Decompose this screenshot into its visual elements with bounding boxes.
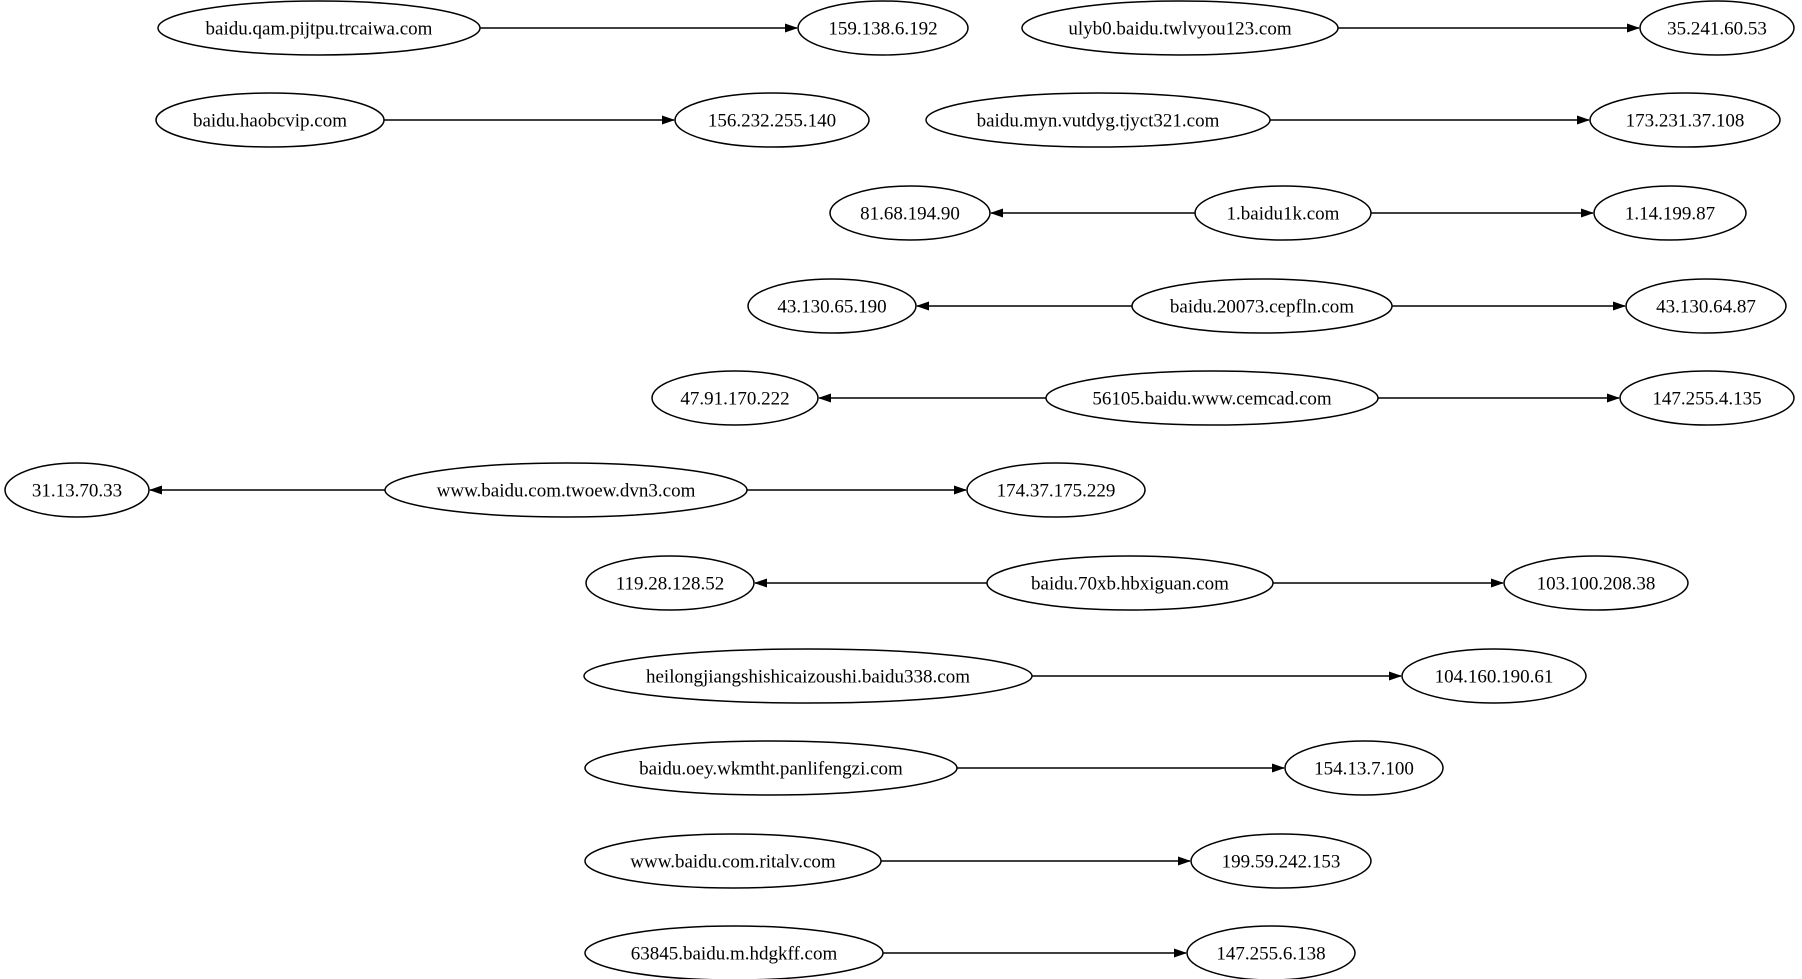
- ip-node-i15: 104.160.190.61: [1401, 648, 1587, 704]
- ip-node-ellipse: [1639, 0, 1795, 56]
- ip-node-label: 104.160.190.61: [1435, 667, 1554, 688]
- domain-node-ellipse: [1194, 185, 1372, 241]
- ip-node-label: 47.91.170.222: [680, 389, 789, 410]
- domain-node-ellipse: [925, 92, 1271, 148]
- ip-node-label: 31.13.70.33: [32, 481, 122, 502]
- domain-node-d8: www.baidu.com.twoew.dvn3.com: [384, 462, 748, 518]
- ip-node-i14: 103.100.208.38: [1503, 555, 1689, 611]
- domain-node-label: baidu.70xb.hbxiguan.com: [1031, 574, 1229, 595]
- ip-node-label: 173.231.37.108: [1626, 111, 1745, 132]
- domain-node-d7: 56105.baidu.www.cemcad.com: [1045, 370, 1379, 426]
- ip-node-label: 147.255.4.135: [1652, 389, 1761, 410]
- ip-node-label: 159.138.6.192: [828, 19, 937, 40]
- ip-node-ellipse: [1503, 555, 1689, 611]
- ip-node-label: 199.59.242.153: [1222, 852, 1341, 873]
- ip-node-label: 43.130.65.190: [777, 297, 886, 318]
- domain-node-d2: ulyb0.baidu.twlvyou123.com: [1021, 0, 1339, 56]
- domain-node-label: www.baidu.com.twoew.dvn3.com: [437, 481, 696, 502]
- domain-node-label: 63845.baidu.m.hdgkff.com: [631, 944, 838, 965]
- domain-node-d1: baidu.qam.pijtpu.trcaiwa.com: [157, 0, 481, 56]
- ip-node-ellipse: [1401, 648, 1587, 704]
- ip-node-i2: 35.241.60.53: [1639, 0, 1795, 56]
- ip-node-ellipse: [747, 278, 917, 334]
- ip-node-label: 81.68.194.90: [860, 204, 960, 225]
- ip-node-ellipse: [966, 462, 1146, 518]
- ip-node-ellipse: [1593, 185, 1747, 241]
- ip-node-label: 1.14.199.87: [1625, 204, 1715, 225]
- ip-node-i10: 147.255.4.135: [1619, 370, 1795, 426]
- domain-node-label: baidu.haobcvip.com: [193, 111, 347, 132]
- ip-node-ellipse: [4, 462, 150, 518]
- ip-node-i18: 147.255.6.138: [1186, 925, 1356, 979]
- ip-node-i4: 173.231.37.108: [1589, 92, 1781, 148]
- domain-node-ellipse: [1131, 278, 1393, 334]
- domain-node-label: baidu.20073.cepfln.com: [1170, 297, 1354, 318]
- ip-node-ellipse: [1589, 92, 1781, 148]
- domain-node-label: baidu.myn.vutdyg.tjyct321.com: [977, 111, 1220, 132]
- domain-node-label: 56105.baidu.www.cemcad.com: [1092, 389, 1332, 410]
- domain-node-d4: baidu.myn.vutdyg.tjyct321.com: [925, 92, 1271, 148]
- domain-node-ellipse: [584, 925, 884, 979]
- ip-node-i9: 47.91.170.222: [651, 370, 819, 426]
- ip-node-i8: 43.130.64.87: [1625, 278, 1787, 334]
- ip-node-i11: 31.13.70.33: [4, 462, 150, 518]
- ip-node-ellipse: [1190, 833, 1372, 889]
- domain-node-ellipse: [584, 740, 958, 796]
- domain-node-label: baidu.qam.pijtpu.trcaiwa.com: [206, 19, 433, 40]
- ip-node-label: 147.255.6.138: [1216, 944, 1325, 965]
- ip-node-ellipse: [829, 185, 991, 241]
- domain-node-d13: 63845.baidu.m.hdgkff.com: [584, 925, 884, 979]
- domain-node-d3: baidu.haobcvip.com: [155, 92, 385, 148]
- ip-node-label: 43.130.64.87: [1656, 297, 1756, 318]
- ip-node-label: 103.100.208.38: [1537, 574, 1656, 595]
- ip-node-label: 154.13.7.100: [1314, 759, 1414, 780]
- domain-node-label: 1.baidu1k.com: [1227, 204, 1340, 225]
- ip-node-i5: 81.68.194.90: [829, 185, 991, 241]
- ip-node-i1: 159.138.6.192: [797, 0, 969, 56]
- domain-node-d11: baidu.oey.wkmtht.panlifengzi.com: [584, 740, 958, 796]
- ip-node-i3: 156.232.255.140: [674, 92, 870, 148]
- ip-node-ellipse: [1619, 370, 1795, 426]
- domain-node-ellipse: [157, 0, 481, 56]
- domain-node-label: ulyb0.baidu.twlvyou123.com: [1068, 19, 1291, 40]
- ip-node-label: 156.232.255.140: [708, 111, 836, 132]
- ip-node-ellipse: [797, 0, 969, 56]
- ip-node-ellipse: [674, 92, 870, 148]
- domain-node-ellipse: [986, 555, 1274, 611]
- domain-node-ellipse: [1021, 0, 1339, 56]
- domain-node-ellipse: [584, 833, 882, 889]
- domain-node-ellipse: [155, 92, 385, 148]
- domain-node-ellipse: [1045, 370, 1379, 426]
- domain-node-label: www.baidu.com.ritalv.com: [630, 852, 836, 873]
- ip-node-i17: 199.59.242.153: [1190, 833, 1372, 889]
- ip-node-i13: 119.28.128.52: [585, 555, 755, 611]
- ip-node-label: 35.241.60.53: [1667, 19, 1767, 40]
- domain-node-d9: baidu.70xb.hbxiguan.com: [986, 555, 1274, 611]
- domain-node-d10: heilongjiangshishicaizoushi.baidu338.com: [583, 648, 1033, 704]
- ip-node-i16: 154.13.7.100: [1284, 740, 1444, 796]
- domain-node-d6: baidu.20073.cepfln.com: [1131, 278, 1393, 334]
- domain-node-d5: 1.baidu1k.com: [1194, 185, 1372, 241]
- ip-node-label: 174.37.175.229: [997, 481, 1116, 502]
- ip-node-ellipse: [1186, 925, 1356, 979]
- domain-node-ellipse: [583, 648, 1033, 704]
- ip-node-ellipse: [651, 370, 819, 426]
- ip-node-label: 119.28.128.52: [616, 574, 725, 595]
- domain-node-label: heilongjiangshishicaizoushi.baidu338.com: [646, 667, 970, 688]
- ip-node-i6: 1.14.199.87: [1593, 185, 1747, 241]
- ip-node-ellipse: [585, 555, 755, 611]
- domain-node-ellipse: [384, 462, 748, 518]
- domain-node-d12: www.baidu.com.ritalv.com: [584, 833, 882, 889]
- domain-node-label: baidu.oey.wkmtht.panlifengzi.com: [639, 759, 903, 780]
- ip-node-ellipse: [1625, 278, 1787, 334]
- ip-node-ellipse: [1284, 740, 1444, 796]
- ip-node-i7: 43.130.65.190: [747, 278, 917, 334]
- ip-node-i12: 174.37.175.229: [966, 462, 1146, 518]
